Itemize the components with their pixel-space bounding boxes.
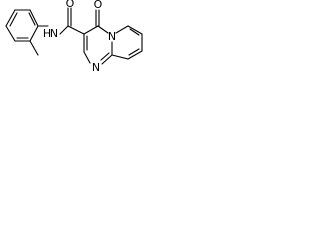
bond	[129, 28, 140, 36]
ketone-oxygen-label: O	[94, 0, 103, 11]
bond	[97, 25, 109, 34]
amide-nitrogen-h-label: H	[43, 27, 51, 40]
tolyl-ring	[5, 9, 39, 42]
bond	[67, 25, 85, 35]
amide-nitrogen-label: N	[50, 27, 58, 40]
bond	[29, 25, 39, 42]
pyrimidine-nitrogen-label: N	[92, 61, 100, 74]
bridgehead-nitrogen-label: N	[108, 30, 116, 43]
pyridine-ring	[111, 25, 143, 60]
bond	[29, 9, 39, 27]
bond	[111, 54, 129, 60]
pyrimidinone-ring	[83, 25, 113, 65]
bond	[5, 9, 16, 27]
bond	[128, 48, 140, 56]
structure-diagram: N H O O N N	[0, 0, 156, 79]
bond	[59, 25, 69, 35]
bond	[100, 52, 110, 61]
methyl-bond	[29, 40, 39, 56]
molecule-drawing: N H O O N N	[5, 0, 143, 74]
bond	[127, 25, 143, 35]
amide-oxygen-label: O	[66, 0, 75, 10]
bond	[83, 25, 99, 35]
bond	[115, 25, 129, 34]
bond	[101, 54, 113, 65]
bond	[28, 12, 36, 26]
bond	[83, 51, 91, 64]
bond	[127, 50, 143, 60]
bond	[5, 25, 16, 42]
bond	[9, 12, 18, 27]
